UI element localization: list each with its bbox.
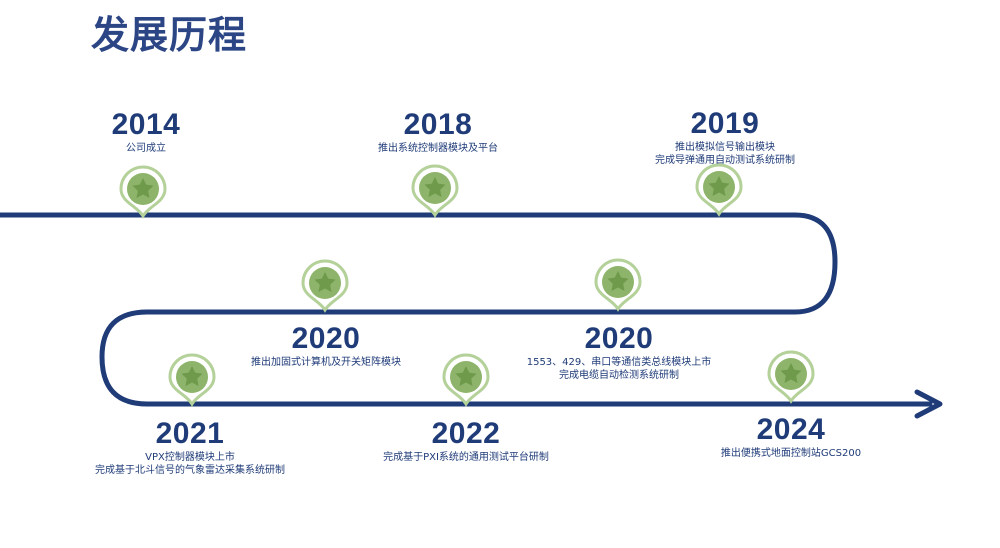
timeline-arrowhead: [914, 389, 943, 419]
milestone-2024: 2024 推出便携式地面控制站GCS200: [641, 413, 941, 460]
milestone-2020-a: 2020 推出加固式计算机及开关矩阵模块: [176, 322, 476, 369]
milestone-year: 2019: [690, 107, 760, 140]
page-title: 发展历程: [91, 13, 248, 57]
milestone-desc-line: 推出模拟信号输出模块: [675, 142, 775, 153]
milestone-year: 2021: [155, 417, 225, 450]
milestone-2019: 2019 推出模拟信号输出模块 完成导弹通用自动测试系统研制: [575, 107, 875, 167]
milestone-desc-line: 推出系统控制器模块及平台: [378, 143, 498, 154]
milestone-year: 2014: [111, 108, 181, 141]
milestone-2020-b: 2020 1553、429、串口等通信类总线模块上市 完成电缆自动检测系统研制: [469, 322, 769, 382]
milestone-2018-star-icon: [411, 164, 459, 217]
timeline-path: [0, 212, 933, 407]
milestone-2014: 2014 公司成立: [0, 108, 296, 155]
milestone-2022: 2022 完成基于PXI系统的通用测试平台研制: [316, 417, 616, 464]
milestone-desc-line: 完成导弹通用自动测试系统研制: [655, 155, 795, 166]
milestone-year: 2024: [756, 413, 826, 446]
milestone-2018: 2018 推出系统控制器模块及平台: [288, 108, 588, 155]
milestone-desc-line: 完成基于北斗信号的气象雷达采集系统研制: [95, 465, 285, 476]
milestone-desc-line: 完成基于PXI系统的通用测试平台研制: [383, 452, 549, 463]
milestone-desc-line: VPX控制器模块上市: [145, 452, 235, 463]
milestone-desc-line: 推出加固式计算机及开关矩阵模块: [251, 357, 401, 368]
milestone-2019-star-icon: [695, 163, 743, 216]
milestone-2021: 2021 VPX控制器模块上市 完成基于北斗信号的气象雷达采集系统研制: [40, 417, 340, 477]
milestone-desc-line: 完成电缆自动检测系统研制: [559, 370, 679, 381]
milestone-desc-line: 公司成立: [126, 143, 166, 154]
milestone-2014-star-icon: [119, 165, 167, 218]
milestone-2020-a-star-icon: [301, 259, 349, 312]
milestone-year: 2018: [403, 108, 473, 141]
milestone-year: 2020: [291, 322, 361, 355]
milestone-desc-line: 推出便携式地面控制站GCS200: [720, 448, 862, 459]
milestone-2024-star-icon: [767, 350, 815, 403]
milestone-year: 2020: [584, 322, 654, 355]
milestone-desc-line: 1553、429、串口等通信类总线模块上市: [526, 357, 712, 368]
milestone-year: 2022: [431, 417, 501, 450]
milestone-2020-b-star-icon: [594, 258, 642, 311]
